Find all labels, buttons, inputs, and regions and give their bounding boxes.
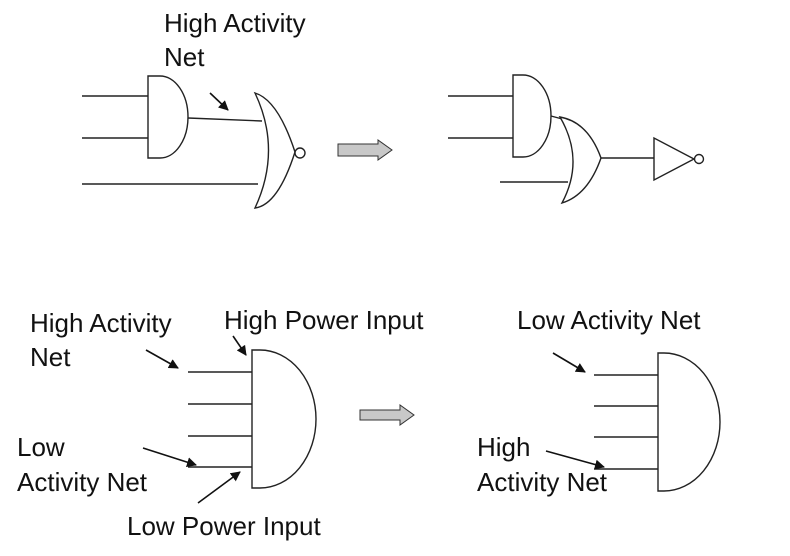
- and-gate-4input-right: [657, 352, 721, 492]
- br-low-activity-pointer: [552, 352, 586, 373]
- bl-high-activity-label-line1: High Activity: [30, 308, 172, 338]
- top-high-activity-label-line1: High Activity: [164, 8, 306, 38]
- bottom-right-circuit: [594, 352, 721, 492]
- br-low-activity-label: Low Activity Net: [517, 305, 701, 335]
- nor-output-bubble: [294, 147, 306, 159]
- top-high-activity-label-line2: Net: [164, 42, 205, 72]
- bl-high-activity-label-line2: Net: [30, 342, 71, 372]
- bl-high-power-pointer: [232, 335, 247, 356]
- inverter-gate: [653, 136, 696, 182]
- bl-low-power-label: Low Power Input: [127, 511, 321, 541]
- bl-high-activity-pointer: [145, 349, 179, 369]
- bl-high-power-label: High Power Input: [224, 305, 424, 335]
- top-left-circuit: [82, 75, 306, 209]
- and-gate-2: [512, 74, 552, 158]
- bottom-left-circuit: [188, 349, 317, 489]
- br-high-activity-pointer: [545, 450, 605, 470]
- bl-low-power-pointer: [197, 471, 241, 504]
- and-gate-4input-left: [251, 349, 317, 489]
- inverter-bubble: [693, 153, 705, 165]
- bl-low-activity-label-line1: Low: [17, 432, 65, 462]
- top-high-activity-pointer: [209, 92, 229, 111]
- transform-arrow-top: [337, 139, 393, 161]
- bl-low-activity-label-line2: Activity Net: [17, 467, 148, 497]
- bl-low-activity-pointer: [142, 447, 197, 468]
- nor-gate: [253, 91, 296, 209]
- br-high-activity-label-line1: High: [477, 432, 530, 462]
- and-gate: [147, 75, 189, 159]
- top-right-circuit: [448, 74, 705, 205]
- br-high-activity-label-line2: Activity Net: [477, 467, 608, 497]
- or-gate: [558, 116, 602, 205]
- transform-arrow-bottom: [359, 404, 415, 426]
- high-activity-net-wire: [187, 117, 263, 122]
